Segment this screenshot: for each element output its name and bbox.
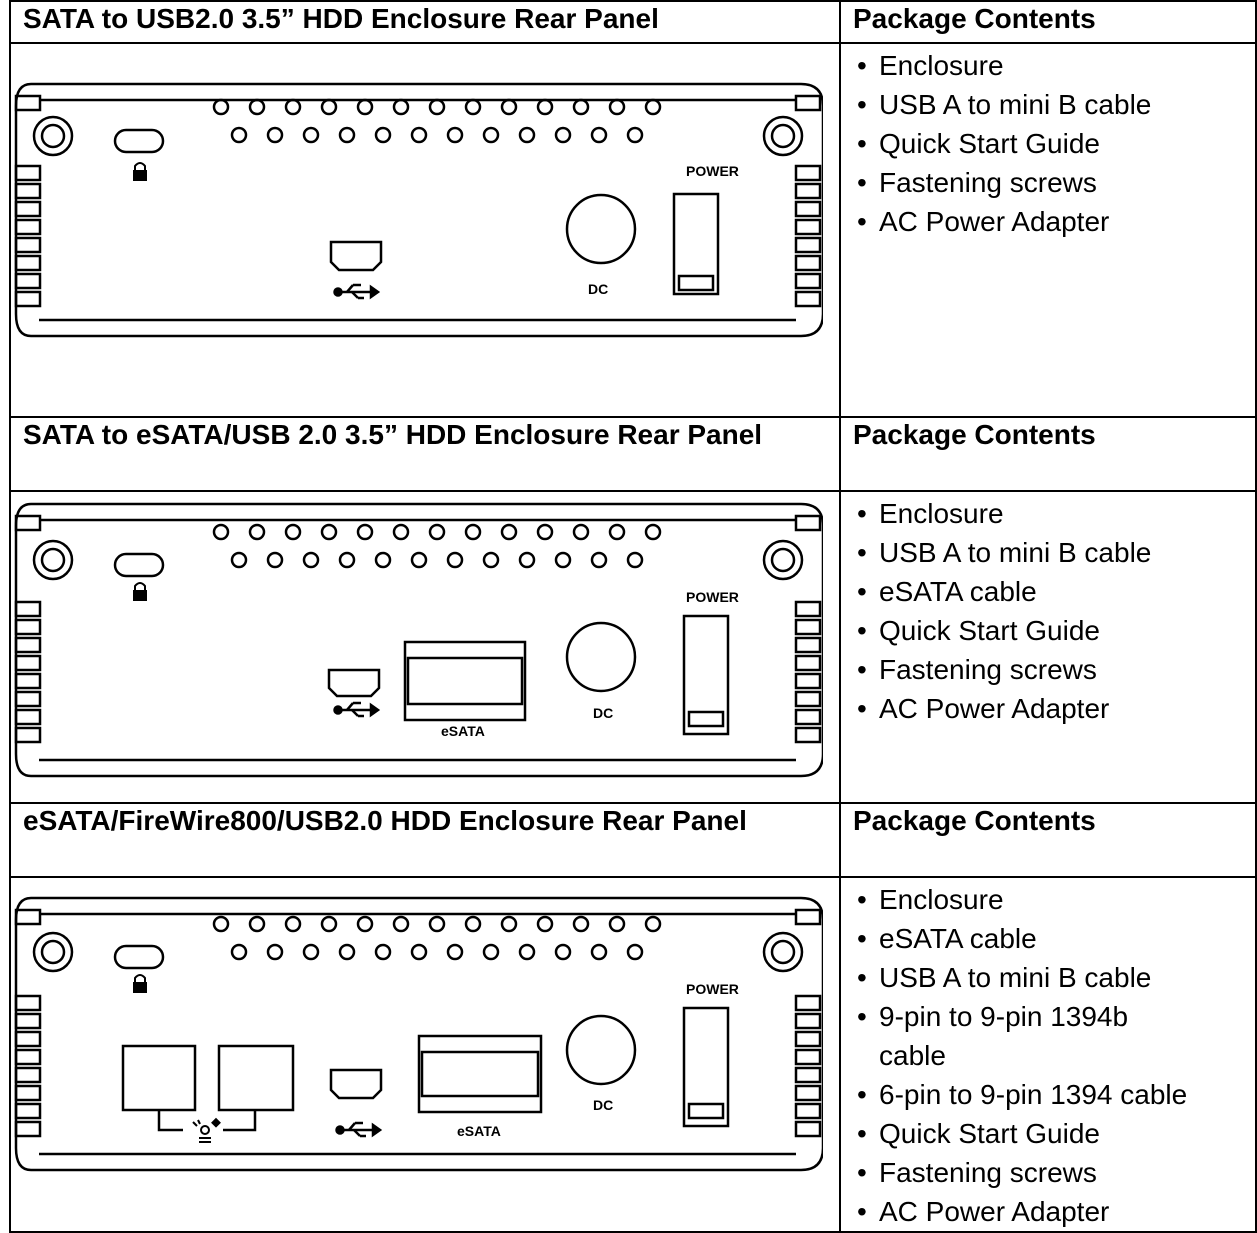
package-item: AC Power Adapter [853,1192,1255,1231]
dc-label: DC [588,281,608,297]
package-contents-list: Enclosure eSATA cable USB A to mini B ca… [839,876,1257,1233]
package-item: USB A to mini B cable [853,85,1255,124]
rear-panel-drawing: POWER DC [9,42,841,418]
esata-label: eSATA [457,1123,501,1139]
rear-panel-drawing: eSATA POWER DC [9,490,841,804]
package-item: eSATA cable [853,919,1255,958]
package-item: USB A to mini B cable [853,958,1255,997]
firewire-icon [192,1117,221,1143]
power-label: POWER [686,981,739,997]
package-item: AC Power Adapter [853,202,1255,241]
power-label: POWER [686,163,739,179]
section-1-content: POWER DC Enclosure USB A to mini B cable… [9,42,1257,418]
esata-label: eSATA [441,723,485,739]
section-3-content: eSATA POWER DC Enclosure eSATA cable USB… [9,876,1257,1233]
package-item: Enclosure [853,494,1255,533]
section-3-header: eSATA/FireWire800/USB2.0 HDD Enclosure R… [9,802,1257,878]
enclosure-table: SATA to USB2.0 3.5” HDD Enclosure Rear P… [9,0,1257,1233]
package-item: Fastening screws [853,650,1255,689]
package-contents-heading: Package Contents [839,0,1257,44]
section-title: SATA to eSATA/USB 2.0 3.5” HDD Enclosure… [9,416,841,492]
dc-label: DC [593,705,613,721]
package-item: Fastening screws [853,1153,1255,1192]
dc-label: DC [593,1097,613,1113]
section-title: eSATA/FireWire800/USB2.0 HDD Enclosure R… [9,802,841,878]
rear-panel-esata-usb: eSATA POWER DC [14,502,825,778]
package-contents-heading: Package Contents [839,416,1257,492]
package-item: Fastening screws [853,163,1255,202]
package-item: USB A to mini B cable [853,533,1255,572]
package-item: Enclosure [853,46,1255,85]
rear-panel-drawing: eSATA POWER DC [9,876,841,1233]
power-label: POWER [686,589,739,605]
package-item: Quick Start Guide [853,124,1255,163]
package-item: AC Power Adapter [853,689,1255,728]
package-item: 9-pin to 9-pin 1394b cable [853,997,1179,1075]
package-item: 6-pin to 9-pin 1394 cable [853,1075,1255,1114]
section-2-content: eSATA POWER DC Enclosure USB A to mini B… [9,490,1257,804]
section-2-header: SATA to eSATA/USB 2.0 3.5” HDD Enclosure… [9,416,1257,492]
package-item: Quick Start Guide [853,1114,1255,1153]
section-1-header: SATA to USB2.0 3.5” HDD Enclosure Rear P… [9,0,1257,44]
package-item: Quick Start Guide [853,611,1255,650]
package-contents-list: Enclosure USB A to mini B cable Quick St… [839,42,1257,418]
section-title: SATA to USB2.0 3.5” HDD Enclosure Rear P… [9,0,841,44]
package-contents-list: Enclosure USB A to mini B cable eSATA ca… [839,490,1257,804]
package-item: Enclosure [853,880,1255,919]
package-item: eSATA cable [853,572,1255,611]
rear-panel-esata-firewire-usb: eSATA POWER DC [14,896,825,1172]
package-contents-heading: Package Contents [839,802,1257,878]
rear-panel-usb: POWER DC [14,82,825,338]
